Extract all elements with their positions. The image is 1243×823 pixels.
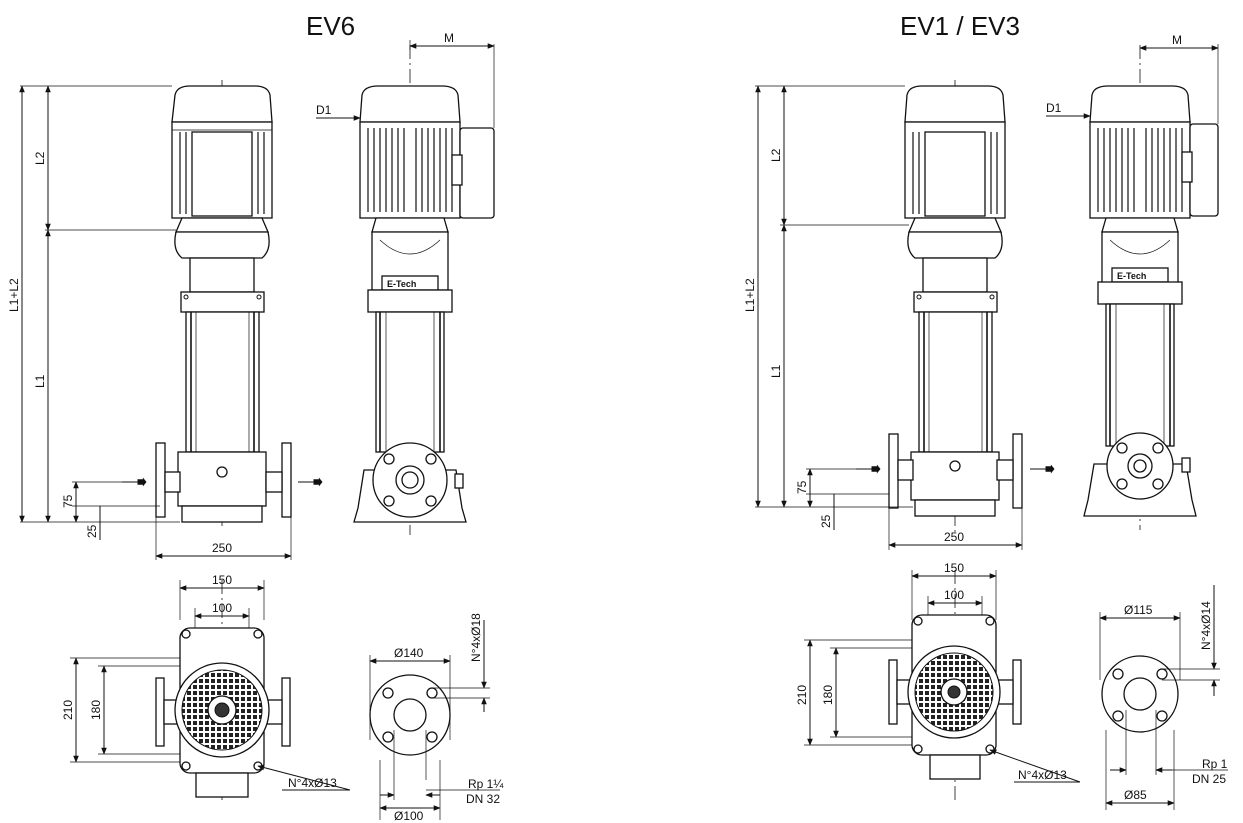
ev13-holes-base: N°4xØ13 <box>1018 768 1067 782</box>
ev13-dim-75: 75 <box>795 480 809 494</box>
ev6-title: EV6 <box>306 11 355 41</box>
ev13-panel: EV1 / EV3 <box>743 11 1228 810</box>
ev13-side-view <box>856 80 1055 535</box>
ev6-dim-100: 100 <box>212 601 232 615</box>
ev6-dim-L2: L2 <box>33 151 47 165</box>
ev13-horizontal-dims: 250 M D1 <box>888 33 1219 550</box>
ev13-front-view: E-Tech <box>1083 45 1219 530</box>
ev13-dim-180: 180 <box>821 685 835 705</box>
brand-plate-2: E-Tech <box>1117 271 1146 281</box>
ev6-dim-210: 210 <box>61 700 75 720</box>
ev13-dim-150: 150 <box>944 561 964 575</box>
ev13-flange-view: Ø115 N°4xØ14 Ø85 Rp 1 DN 25 <box>1099 585 1228 810</box>
ev13-dim-25: 25 <box>819 514 833 528</box>
ev13-dim-L2: L2 <box>769 148 783 162</box>
ev6-vertical-dims: L1+L2 L2 L1 75 25 <box>7 85 180 540</box>
ev13-top-view: 150 100 210 180 <box>795 561 1081 800</box>
ev13-flange-holes: N°4xØ14 <box>1199 601 1213 650</box>
ev6-flange-holes: N°4xØ18 <box>469 613 483 662</box>
ev13-dn: DN 25 <box>1192 772 1226 786</box>
ev6-holes-base: N°4xØ13 <box>288 776 337 790</box>
ev6-horizontal-dims: 250 M D1 <box>155 31 495 560</box>
ev6-front-view: E-Tech <box>353 45 495 535</box>
ev13-vertical-dims: L1+L2 L2 L1 75 25 <box>743 85 913 530</box>
ev13-dim-210: 210 <box>795 685 809 705</box>
ev6-dim-150: 150 <box>212 573 232 587</box>
ev13-title: EV1 / EV3 <box>900 11 1020 41</box>
ev6-flange-pcd: Ø100 <box>394 809 424 823</box>
ev13-dim-M: M <box>1172 33 1182 47</box>
ev13-flange-outer: Ø115 <box>1124 603 1153 617</box>
ev6-dn: DN 32 <box>466 792 500 806</box>
ev6-side-view <box>122 80 323 530</box>
ev6-dim-250: 250 <box>212 541 232 555</box>
ev13-rp: Rp 1 <box>1202 757 1228 771</box>
ev6-dim-L1L2: L1+L2 <box>7 278 21 312</box>
ev6-dim-D1: D1 <box>316 103 332 117</box>
ev6-flange-outer: Ø140 <box>394 646 424 660</box>
ev13-dim-L1: L1 <box>769 364 783 378</box>
ev6-dim-L1: L1 <box>33 374 47 388</box>
ev6-dim-180: 180 <box>89 700 103 720</box>
ev6-dim-M: M <box>444 31 454 45</box>
ev13-dim-D1: D1 <box>1046 101 1062 115</box>
ev6-panel: EV6 <box>7 11 504 823</box>
ev6-flange-view: Ø140 N°4xØ18 Ø100 Rp 1¼ DN 32 <box>369 613 504 823</box>
ev6-dim-75: 75 <box>61 494 75 508</box>
brand-plate: E-Tech <box>387 279 416 289</box>
ev6-rp: Rp 1¼ <box>468 777 504 791</box>
ev13-dim-250: 250 <box>944 530 964 544</box>
ev6-top-view: 150 100 210 180 <box>61 573 351 800</box>
ev13-dim-100: 100 <box>944 588 964 602</box>
ev6-dim-25: 25 <box>85 524 99 538</box>
ev13-flange-pcd: Ø85 <box>1124 788 1147 802</box>
ev13-dim-L1L2: L1+L2 <box>743 278 757 312</box>
